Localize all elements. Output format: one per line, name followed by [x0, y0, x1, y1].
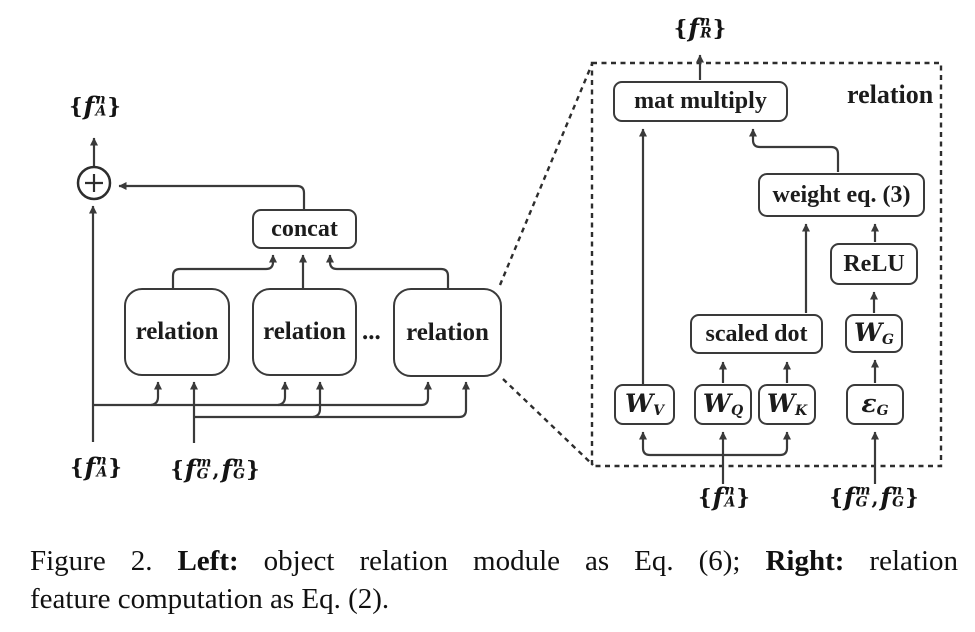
scaled-dot-label: scaled dot — [705, 320, 808, 347]
relation-box-2: relation — [252, 288, 357, 376]
zoom-region-dashed-outline — [498, 61, 943, 468]
weight-eq-label: weight eq. (3) — [772, 181, 911, 208]
relation-detail-wires — [639, 54, 879, 484]
relation-box-3: relation — [393, 288, 502, 377]
concat-box: concat — [252, 209, 357, 249]
relation-box-1: relation — [124, 288, 230, 376]
mat-multiply-box: mat multiply — [613, 81, 788, 122]
relation-region-label: relation — [847, 80, 934, 109]
left-module-wires — [89, 137, 470, 443]
figure-caption: Figure 2. Left: object relation module a… — [30, 542, 958, 618]
relu-label: ReLU — [843, 250, 905, 277]
caption-right-bold: Right: — [765, 545, 845, 577]
concat-label: concat — [271, 215, 338, 242]
caption-left-bold: Left: — [177, 545, 239, 577]
caption-line-2: feature computation as Eq. (2). — [30, 583, 390, 615]
weight-eq-box: weight eq. (3) — [758, 173, 925, 217]
ellipsis-label: ... — [362, 318, 381, 345]
relation-box-3-label: relation — [406, 318, 489, 346]
relation-box-2-label: relation — [263, 318, 346, 345]
plus-circle-icon — [76, 165, 112, 201]
scaled-dot-box: scaled dot — [690, 314, 823, 354]
caption-line-1: Figure 2. Left: object relation module a… — [30, 545, 958, 577]
mat-multiply-label: mat multiply — [634, 88, 767, 114]
relu-box: ReLU — [830, 243, 918, 285]
relation-box-1-label: relation — [135, 318, 219, 345]
